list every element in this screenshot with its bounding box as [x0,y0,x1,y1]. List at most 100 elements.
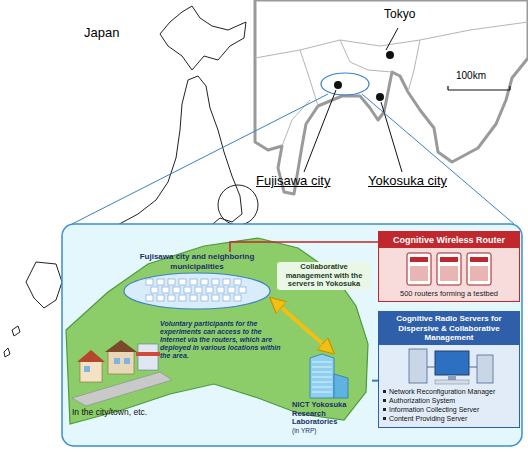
window-row [312,387,332,388]
building-icon [151,287,158,293]
zoom-line [362,94,514,224]
connector [272,299,332,352]
focus-circle [218,185,258,225]
node-illustration [292,352,372,400]
roof [105,340,137,352]
building-icon [179,295,186,301]
border-line [282,100,310,146]
router-icon [467,253,491,285]
border-line [300,50,318,106]
window-row [312,392,332,393]
node-illustration [122,271,272,311]
building-icon [234,295,241,301]
window-row [312,362,332,363]
window [124,358,130,364]
city-label: Fujisawa city [256,174,356,189]
house [80,360,102,382]
node-illustration [379,248,518,288]
node-text: (in YRP) [292,427,316,434]
zoom-line [72,94,328,224]
node-heading: Cognitive Radio Servers for Dispersive &… [379,312,519,345]
node-heading: Fujisawa city and neighboring municipali… [122,252,272,271]
island-outline [12,326,20,336]
node-illustration [379,345,518,387]
map-label: Japan [84,26,144,41]
building-icon [212,279,219,285]
window [114,358,120,364]
monitor-icon [435,351,469,375]
building-icon [206,287,213,293]
server-tower [477,355,493,383]
building-icon [201,279,208,285]
kanto-coast [255,0,528,194]
router-panel [470,266,488,281]
node-text: 500 routers forming a testbed [379,288,519,301]
building-icon [162,287,169,293]
scale-label: 100km [456,70,516,82]
building-icon [228,287,235,293]
node-text: Content Providing Server [379,414,519,427]
building-icon [223,279,230,285]
router-panel [440,266,458,281]
area-oval [321,73,369,95]
building-icon [179,279,186,285]
router-panel [410,266,428,281]
scale-line [448,89,510,90]
island-outline [4,348,10,357]
node-text: Authorization System [379,396,519,405]
scale-tick [509,86,510,90]
lab-building: NICT Yokosuka Research Laboratories(in Y… [292,352,372,434]
detail-panel [62,224,522,446]
server-tower [409,349,427,383]
city-dot [334,81,342,89]
prefecture-borders [255,22,528,146]
place-label: In the city/town, etc. [72,408,182,418]
window-row [312,382,332,383]
network-wire [427,366,477,367]
kyushu-outline [26,262,62,308]
window [84,366,90,372]
building-icon [239,287,246,293]
monitor-stand [448,375,456,380]
node-text: Network Reconfiguration Manager [379,387,519,396]
house [108,350,134,374]
building-icon [146,295,153,301]
building-icon [157,295,164,301]
border-line [408,40,420,92]
building-icon [173,287,180,293]
annex-building [334,374,348,398]
window-row [312,377,332,378]
building-icon [157,279,164,285]
building-icon [217,287,224,293]
keyboard-icon [435,380,469,384]
border-line [255,22,528,58]
edge-label: Collaborative management with the server… [277,262,371,290]
hokkaido-outline [160,6,246,70]
tower-building [310,354,334,398]
area-outline [124,273,270,309]
building-icon [223,295,230,301]
roof [77,350,105,362]
area-ellipse: Fujisawa city and neighboring municipali… [122,252,272,311]
router-panel [470,257,488,262]
router-icon [407,253,431,285]
city-label: Yokosuka city [368,174,468,189]
router-panel [440,257,458,262]
scale-tick [447,86,448,90]
leader-line [386,28,398,50]
server-box: Cognitive Radio Servers for Dispersive &… [378,311,520,428]
connector [230,242,378,252]
city-dot [386,51,394,59]
building-icon [190,279,197,285]
router-box: Cognitive Wireless Router500 routers for… [378,231,520,302]
building-icon [234,279,241,285]
node-text: Information Collecting Server [379,405,519,414]
router-panel [410,257,428,262]
building-icon [146,279,153,285]
building-icon [184,287,191,293]
building-icon [168,279,175,285]
building-icon [168,295,175,301]
city-label: Tokyo [384,8,434,22]
node-heading: NICT Yokosuka Research Laboratories [292,400,372,427]
